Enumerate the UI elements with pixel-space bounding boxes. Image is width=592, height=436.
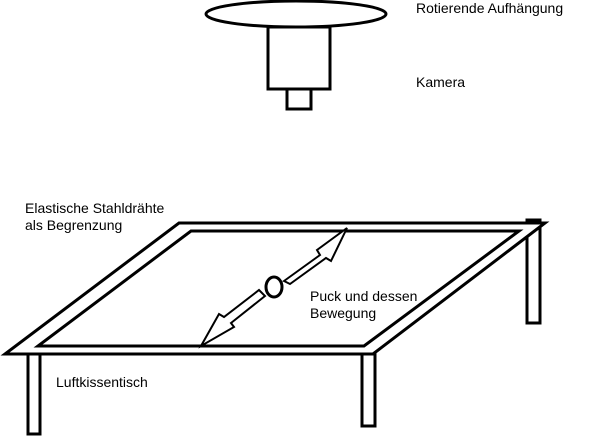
camera-body xyxy=(266,25,332,91)
label-camera: Kamera xyxy=(416,74,466,90)
puck-motion-arrow-lower-left xyxy=(198,288,267,349)
label-elastic-wires-line2: als Begrenzung xyxy=(25,217,123,233)
rotating-suspension-disc xyxy=(204,0,388,29)
table-leg-front-right xyxy=(360,352,377,428)
label-puck-motion-line1: Puck und dessen xyxy=(310,288,418,304)
puck-motion-arrow-upper-right xyxy=(282,227,348,286)
label-rotating-suspension: Rotierende Aufhängung xyxy=(416,0,564,16)
label-puck-motion-line2: Bewegung xyxy=(310,305,377,321)
label-elastic-wires-line1: Elastische Stahldrähte xyxy=(25,200,165,216)
label-air-table: Luftkissentisch xyxy=(56,374,148,390)
label-puck-motion: Puck und dessen Bewegung xyxy=(310,288,417,322)
label-elastic-wires: Elastische Stahldrähte als Begrenzung xyxy=(25,200,164,234)
camera-lens xyxy=(285,87,313,111)
puck xyxy=(264,275,284,299)
table-leg-back-right xyxy=(525,218,542,325)
table-leg-front-left xyxy=(26,352,42,436)
